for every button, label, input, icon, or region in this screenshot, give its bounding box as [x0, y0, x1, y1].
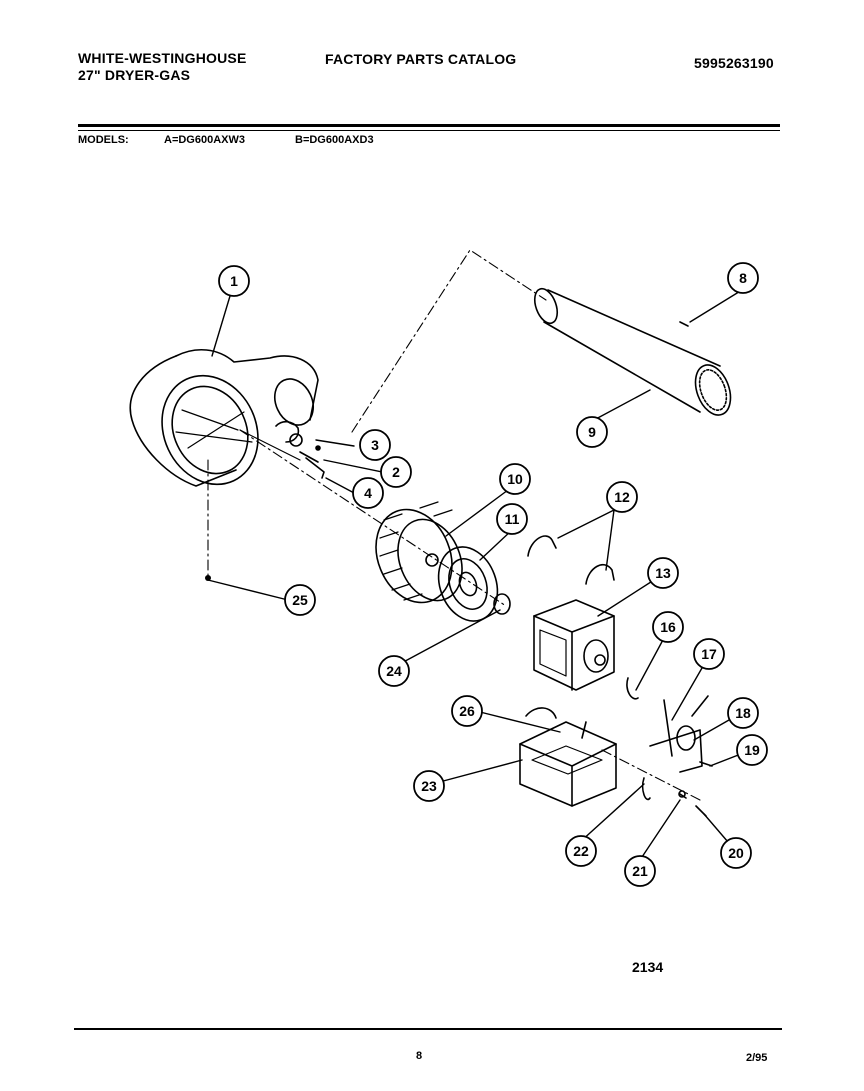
callout-label: 23 [421, 778, 437, 794]
motor-straps-part [527, 535, 615, 585]
callout-24: 24 [378, 655, 410, 687]
model-a: A=DG600AXW3 [164, 134, 246, 146]
alignment-lines [207, 249, 701, 801]
callout-circle [693, 638, 725, 670]
callout-16: 16 [652, 611, 684, 643]
callout-label: 18 [735, 705, 751, 721]
callout-13: 13 [647, 557, 679, 589]
callout-label: 2 [392, 464, 400, 480]
callout-11: 11 [496, 503, 528, 535]
callout-3: 3 [359, 429, 391, 461]
duct-cylinder-part [533, 287, 732, 416]
callout-circle [727, 262, 759, 294]
callout-label: 19 [744, 742, 760, 758]
callout-2: 2 [380, 456, 412, 488]
callout-label: 10 [507, 471, 523, 487]
callout-circle [413, 770, 445, 802]
callout-circle [352, 477, 384, 509]
pulley-disc-part [437, 546, 499, 622]
brand-title: WHITE-WESTINGHOUSE [78, 50, 247, 66]
page-number: 8 [416, 1050, 423, 1062]
callout-circle [720, 837, 752, 869]
callout-8: 8 [727, 262, 759, 294]
callout-25: 25 [284, 584, 316, 616]
blower-wheel-part [375, 501, 463, 604]
callout-label: 17 [701, 646, 717, 662]
footer-rule [74, 1028, 782, 1030]
catalog-number: 5995263190 [694, 55, 774, 71]
callout-circle [284, 584, 316, 616]
model-b: B=DG600AXD3 [295, 134, 374, 146]
callout-1: 1 [218, 265, 250, 297]
callout-23: 23 [413, 770, 445, 802]
callout-label: 12 [614, 489, 630, 505]
callout-label: 1 [230, 273, 238, 289]
callout-label: 26 [459, 703, 475, 719]
callout-26: 26 [451, 695, 483, 727]
callout-20: 20 [720, 837, 752, 869]
callout-4: 4 [352, 477, 384, 509]
idler-assembly-part [626, 677, 713, 817]
callout-label: 20 [728, 845, 744, 861]
callout-label: 8 [739, 270, 747, 286]
callout-circle [727, 697, 759, 729]
spacer-part [493, 593, 511, 615]
callout-circle [647, 557, 679, 589]
leader-lines [207, 289, 747, 861]
callout-17: 17 [693, 638, 725, 670]
callout-label: 16 [660, 619, 676, 635]
callout-label: 24 [386, 663, 402, 679]
callout-circle [606, 481, 638, 513]
callout-circle [624, 855, 656, 887]
callout-10: 10 [499, 463, 531, 495]
callout-18: 18 [727, 697, 759, 729]
callout-circle [378, 655, 410, 687]
catalog-title: FACTORY PARTS CATALOG [325, 51, 517, 67]
motor-part [533, 599, 615, 691]
models-label: MODELS: [78, 134, 129, 146]
callout-21: 21 [624, 855, 656, 887]
small-parts-2-3-4 [289, 433, 325, 479]
header-rule-thick [78, 124, 780, 127]
callout-label: 9 [588, 424, 596, 440]
callout-label: 4 [364, 485, 372, 501]
callout-22: 22 [565, 835, 597, 867]
callout-label: 11 [505, 511, 520, 527]
callout-label: 3 [371, 437, 379, 453]
blower-housing-part [129, 348, 319, 487]
callout-circle [359, 429, 391, 461]
callout-12: 12 [606, 481, 638, 513]
callout-label: 25 [292, 592, 308, 608]
revision-date: 2/95 [746, 1052, 768, 1064]
callout-circle [565, 835, 597, 867]
callout-circle [652, 611, 684, 643]
drawing-number: 2134 [632, 959, 663, 975]
callout-circle [576, 416, 608, 448]
header-rule-thin [78, 130, 780, 131]
motor-mount-bracket-part [519, 707, 617, 807]
callout-circle [496, 503, 528, 535]
callout-19: 19 [736, 734, 768, 766]
callout-circle [218, 265, 250, 297]
callout-label: 13 [655, 565, 671, 581]
callout-label: 22 [573, 843, 589, 859]
callout-label: 21 [632, 863, 648, 879]
product-subtitle: 27" DRYER-GAS [78, 67, 191, 83]
callout-circle [499, 463, 531, 495]
callout-circle [451, 695, 483, 727]
callout-circle [736, 734, 768, 766]
callout-circle [380, 456, 412, 488]
callout-9: 9 [576, 416, 608, 448]
